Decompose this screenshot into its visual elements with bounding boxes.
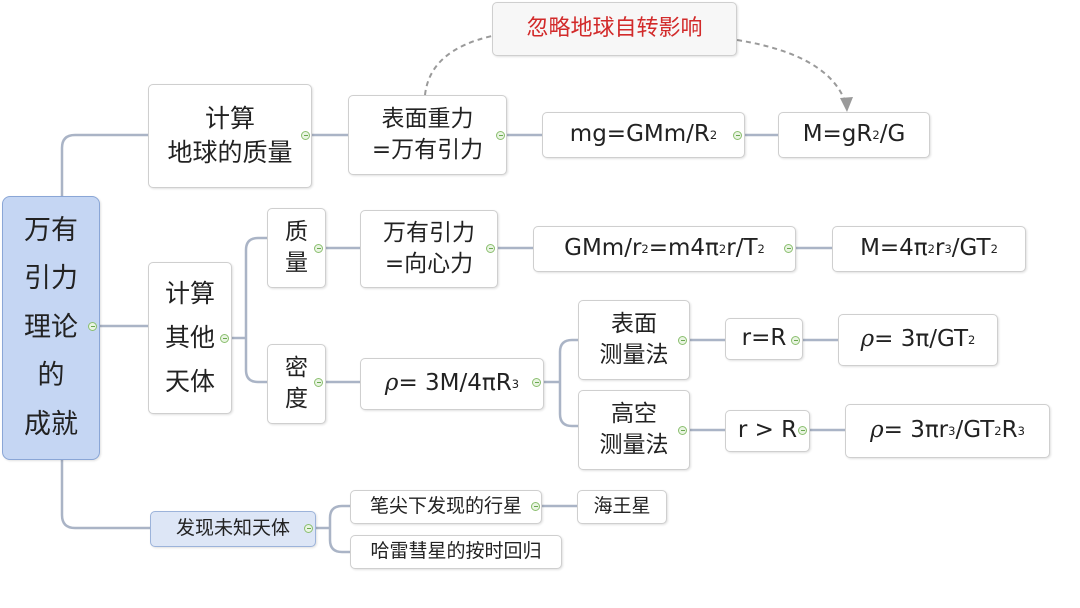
rho-symbol: ρ [384,370,399,397]
rho-symbol: ρ [860,326,875,353]
eq-part: GMm/r [564,235,642,262]
surface-condition-node[interactable]: r=R [725,318,803,360]
collapse-toggle-icon[interactable] [531,502,540,511]
collapse-toggle-icon[interactable] [301,131,310,140]
eq-part: =m4π [648,235,719,262]
branch-other-bodies[interactable]: 计算 其他 天体 [148,262,232,414]
collapse-toggle-icon[interactable] [678,336,687,345]
result-text-tail: /G [879,121,906,148]
high-altitude-method-node[interactable]: 高空 测量法 [578,390,690,470]
neptune-discovery-node[interactable]: 笔尖下发现的行星 [350,490,542,524]
collapse-toggle-icon[interactable] [496,131,505,140]
collapse-toggle-icon[interactable] [791,336,800,345]
collapse-toggle-icon[interactable] [314,378,323,387]
result-text: M=gR [802,121,873,148]
earth-equation-text: mg=GMm/R [569,121,710,148]
collapse-toggle-icon[interactable] [678,426,687,435]
surface-gravity-node[interactable]: 表面重力 =万有引力 [348,95,507,175]
high-altitude-condition-node[interactable]: r > R [725,410,810,452]
eq-part: M=4π [860,235,928,262]
collapse-toggle-icon[interactable] [532,378,541,387]
eq-part: /GT [955,417,995,444]
neptune-node[interactable]: 海王星 [577,490,667,524]
collapse-toggle-icon[interactable] [784,244,793,253]
collapse-toggle-icon[interactable] [486,244,495,253]
eq-part: = 3M/4πR [398,370,512,397]
collapse-toggle-icon[interactable] [304,524,313,533]
collapse-toggle-icon[interactable] [798,426,807,435]
eq-part: = 3πr [883,417,949,444]
branch-discover-bodies[interactable]: 发现未知天体 [150,511,316,547]
collapse-toggle-icon[interactable] [733,131,742,140]
centripetal-condition-node[interactable]: 万有引力 =向心力 [360,210,498,288]
collapse-toggle-icon[interactable] [314,244,323,253]
surface-method-node[interactable]: 表面 测量法 [578,300,690,380]
root-node[interactable]: 万有 引力 理论 的 成就 [2,196,100,460]
eq-part: r/T [726,235,758,262]
rho-symbol: ρ [870,417,884,444]
eq-part: r [935,235,945,262]
eq-part: = 3π/GT [874,326,969,353]
eq-part: /GT [951,235,991,262]
eq-part: R [1001,417,1018,444]
collapse-toggle-icon[interactable] [220,334,229,343]
halley-comet-node[interactable]: 哈雷彗星的按时回归 [350,535,562,569]
collapse-toggle-icon[interactable] [88,322,97,331]
ignore-rotation-note[interactable]: 忽略地球自转影响 [492,2,737,56]
branch-earth-mass[interactable]: 计算 地球的质量 [148,84,312,188]
